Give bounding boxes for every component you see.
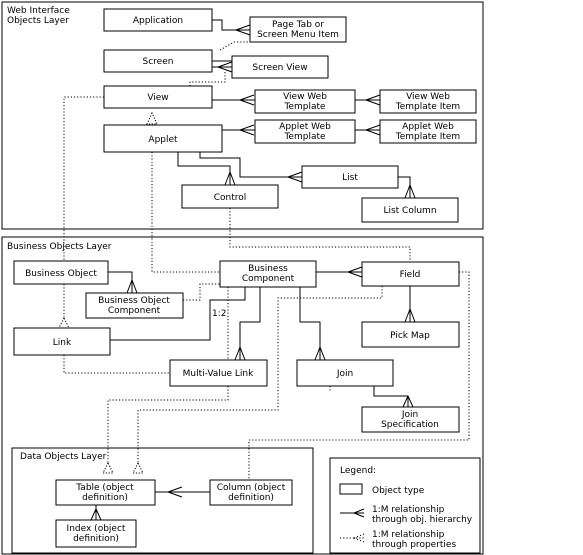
field-label: Field xyxy=(400,270,421,280)
business-object-label: Business Object xyxy=(25,269,97,279)
link-label: Link xyxy=(53,338,72,348)
object-multi-value-link[interactable]: Multi-Value Link xyxy=(169,359,268,387)
column-label-2: definition) xyxy=(228,493,274,503)
object-business-component[interactable]: Business Component xyxy=(219,260,317,288)
object-join[interactable]: Join xyxy=(296,359,394,387)
pick-map-label: Pick Map xyxy=(390,331,430,341)
legend-object-swatch xyxy=(339,483,363,495)
object-screen-view[interactable]: Screen View xyxy=(231,55,329,79)
object-page-tab[interactable]: Page Tab or Screen Menu Item xyxy=(249,16,347,43)
object-view[interactable]: View xyxy=(103,85,213,109)
page-tab-label-1: Page Tab or xyxy=(272,20,324,30)
table-label-1: Table (object xyxy=(75,483,134,493)
bc-label-1: Business xyxy=(248,264,288,274)
join-label: Join xyxy=(336,369,353,379)
object-applet-web-template[interactable]: Applet Web Template xyxy=(254,119,356,144)
object-business-object[interactable]: Business Object xyxy=(13,260,109,285)
property-relationship-lines xyxy=(63,41,470,480)
object-field[interactable]: Field xyxy=(361,261,460,287)
legend-hierarchy-2: through obj. hierarchy xyxy=(372,515,473,525)
list-label: List xyxy=(342,173,358,183)
control-label: Control xyxy=(214,193,247,203)
legend: Legend: Object type 1:M relationship thr… xyxy=(339,466,473,550)
join-spec-label-2: Specification xyxy=(381,420,439,430)
web-layer-title-1: Web Interface xyxy=(7,6,70,16)
awt-label-2: Template xyxy=(283,132,326,142)
legend-title: Legend: xyxy=(340,466,376,476)
legend-hierarchy-1: 1:M relationship xyxy=(372,505,445,515)
index-label-2: definition) xyxy=(73,534,119,544)
legend-properties-1: 1:M relationship xyxy=(372,530,445,540)
boc-label-1: Business Object xyxy=(98,296,170,306)
vwti-label-1: View Web xyxy=(406,92,450,102)
legend-object-type: Object type xyxy=(372,486,425,496)
legend-properties-2: through properties xyxy=(372,540,456,550)
list-column-label: List Column xyxy=(383,206,436,216)
table-label-2: definition) xyxy=(82,493,128,503)
web-layer-title-2: Objects Layer xyxy=(7,16,69,26)
applet-label: Applet xyxy=(148,135,178,145)
object-link[interactable]: Link xyxy=(13,327,111,356)
awti-label-2: Template Item xyxy=(395,132,460,142)
application-label: Application xyxy=(133,16,183,26)
screen-label: Screen xyxy=(143,57,174,67)
page-tab-label-2: Screen Menu Item xyxy=(257,30,339,40)
object-control[interactable]: Control xyxy=(181,184,279,209)
object-index[interactable]: Index (object definition) xyxy=(55,519,137,548)
business-layer-title: Business Objects Layer xyxy=(7,242,112,252)
object-bo-component[interactable]: Business Object Component xyxy=(85,292,184,319)
column-label-1: Column (object xyxy=(217,483,286,493)
object-column[interactable]: Column (object definition) xyxy=(209,479,293,506)
vwt-label-1: View Web xyxy=(283,92,327,102)
legend-box xyxy=(329,457,481,554)
vwt-label-2: Template xyxy=(283,102,326,112)
vwti-label-2: Template Item xyxy=(395,102,460,112)
object-list-column[interactable]: List Column xyxy=(361,197,459,223)
data-objects-layer xyxy=(11,447,314,554)
object-list[interactable]: List xyxy=(301,165,399,189)
business-objects-layer xyxy=(1,236,484,555)
web-interface-layer xyxy=(1,1,484,230)
object-table[interactable]: Table (object definition) xyxy=(55,479,156,506)
object-applet[interactable]: Applet xyxy=(103,124,223,153)
join-spec-label-1: Join xyxy=(401,410,418,420)
awt-label-1: Applet Web xyxy=(279,122,331,132)
object-view-web-template-item[interactable]: View Web Template Item xyxy=(379,89,477,114)
boc-label-2: Component xyxy=(108,306,161,316)
object-view-web-template[interactable]: View Web Template xyxy=(254,89,356,114)
ratio-label: 1:2 xyxy=(212,309,226,319)
object-join-specification[interactable]: Join Specification xyxy=(361,406,460,433)
screen-view-label: Screen View xyxy=(252,63,307,73)
object-screen[interactable]: Screen xyxy=(103,49,213,73)
index-label-1: Index (object xyxy=(67,524,126,534)
bc-label-2: Component xyxy=(242,274,295,284)
data-layer-title: Data Objects Layer xyxy=(20,452,107,462)
awti-label-1: Applet Web xyxy=(402,122,454,132)
view-label: View xyxy=(147,93,168,103)
object-applet-web-template-item[interactable]: Applet Web Template Item xyxy=(379,119,477,144)
object-application[interactable]: Application xyxy=(103,8,213,32)
mvl-label: Multi-Value Link xyxy=(183,369,255,379)
object-pick-map[interactable]: Pick Map xyxy=(361,321,460,348)
